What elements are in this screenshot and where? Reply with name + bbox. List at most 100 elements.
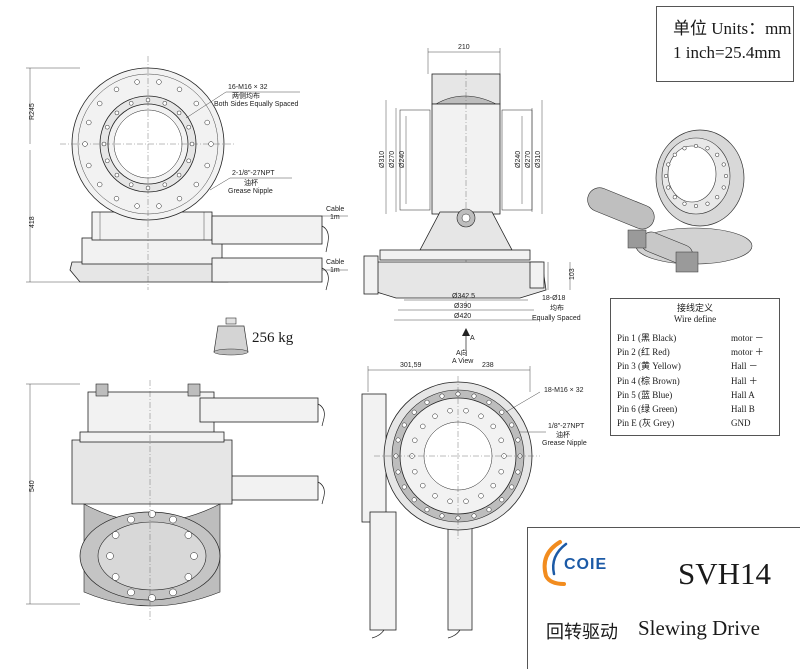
bolt-hole [82,141,88,147]
holes-note: 18-Ø18 [542,295,565,302]
bolt-hole [106,552,114,560]
bolt-hole [424,399,430,405]
bolt-hole [176,195,183,202]
wire-pin: Pin 3 (黄 Yellow) [617,361,681,372]
bolt-hole [666,162,671,167]
bolt-hole [184,573,193,581]
dim-238: 238 [482,362,494,369]
wire-function: Hall ＋ [731,375,758,386]
bolt-hole [204,162,210,169]
bolt-hole [471,393,477,399]
iso-bolt-ring [663,143,729,209]
holes-note-en: Equally Spaced [532,315,581,322]
bolt-hole [447,498,453,504]
bolt-hole [111,573,120,581]
units-box: 单位 Units：mm 1 inch=25.4mm [656,6,794,82]
bolt-hole [190,552,198,560]
bolt-hole [186,158,191,164]
bolt-hole [672,152,677,157]
wire-pin: Pin 2 (红 Red) [617,347,670,358]
a-label: A [470,335,475,342]
dim-103: 103 [569,268,576,280]
bolt-hole [401,422,407,428]
bolt-note: 16-M16 × 32 [228,84,268,91]
bolt-hole [113,86,120,93]
bolt-hole [498,469,504,475]
wire-function: motor － [731,333,764,343]
bolt-hole [162,182,168,187]
grease-note-cn: 油杯 [244,178,258,187]
dim-left-240: Ø240 [399,151,406,168]
wire-function: Hall － [731,361,758,372]
grease-note: 2-1/8"-27NPT [232,170,275,177]
bolt-hole [189,141,195,147]
a-view-cn: A向 [456,348,468,357]
a-view-en: A View [452,358,474,365]
wire-pin: Pin 5 (蓝 Blue) [617,389,673,400]
bolt-hole [127,515,135,524]
dim-418: 418 [29,216,36,228]
bolt-hole [672,195,677,200]
bolt-hole [127,588,135,597]
bolt-hole [208,141,214,147]
wire-function: Hall A [731,389,755,400]
bolt-hole [498,437,504,443]
bolt-hole [101,141,107,147]
wire-pin: Pin 6 (绿 Green) [617,404,678,414]
bolt-hole [176,86,183,93]
bolt-hole [432,413,438,419]
inch-conversion: 1 inch=25.4mm [673,43,781,62]
bolt-note-cn: 两侧均布 [232,91,260,100]
bolt-note-en: Both Sides Equally Spaced [214,101,299,108]
bolt-hole [176,110,182,116]
bolt-hole [97,100,103,107]
bolt-hole [401,484,407,490]
wire-pin: Pin 4 (棕 Brown) [617,375,680,386]
wire-function: GND [731,418,751,429]
logo-text: COIE [564,556,608,573]
dim-342: Ø342.5 [452,293,475,300]
grease-note-en: Grease Nipple [228,188,273,195]
inner-bolt-circle [101,97,195,191]
bolt-hole [86,119,92,126]
weight-label: 256 kg [252,330,294,346]
bolt-hole [128,101,134,106]
front-view-top-left: R245 418 16-M16 × 32 两侧均布 Both Sides Equ… [26,56,348,291]
bolt-hole [478,413,484,419]
product-name-en: Slewing Drive [638,616,760,640]
bolt-hole [666,185,671,190]
dim-r245: R245 [29,103,36,120]
bolt-hole [486,507,492,513]
bolt-hole [169,515,177,524]
bolt-hole [156,79,162,85]
bolt-hole [105,124,110,130]
wire-define-title-cn: 接线定义 [676,303,713,313]
bolt-hole [186,124,191,130]
dim-210: 210 [458,44,470,51]
bolt-hole [478,493,484,499]
bolt-hole [411,497,417,503]
dim-left-270: Ø270 [389,151,396,168]
bolt-hole [705,146,710,151]
bolt-hole [682,201,687,206]
bolt-hole [148,510,156,518]
bolt-hole [145,185,151,191]
dim-301: 301,59 [400,362,422,369]
aview-grease-cn: 油杯 [556,430,570,439]
wire-pin: Pin E (灰 Grey) [617,418,675,429]
bolt-hole [509,422,515,428]
units-line: 单位 Units：mm [673,19,792,38]
bolt-hole [412,437,418,443]
bolt-hole [499,497,505,503]
bolt-hole [148,594,156,602]
bolt-hole [86,162,92,169]
bolt-hole [424,507,430,513]
section-view-center: 210 Ø310 Ø270 Ø240 Ø240 Ø270 Ø310 103 [363,44,581,365]
bolt-hole [111,531,120,539]
bolt-hole [463,408,469,414]
bolt-hole [515,437,521,443]
bolt-hole [156,203,162,209]
bolt-hole [721,162,726,167]
bolt-hole [715,195,720,200]
